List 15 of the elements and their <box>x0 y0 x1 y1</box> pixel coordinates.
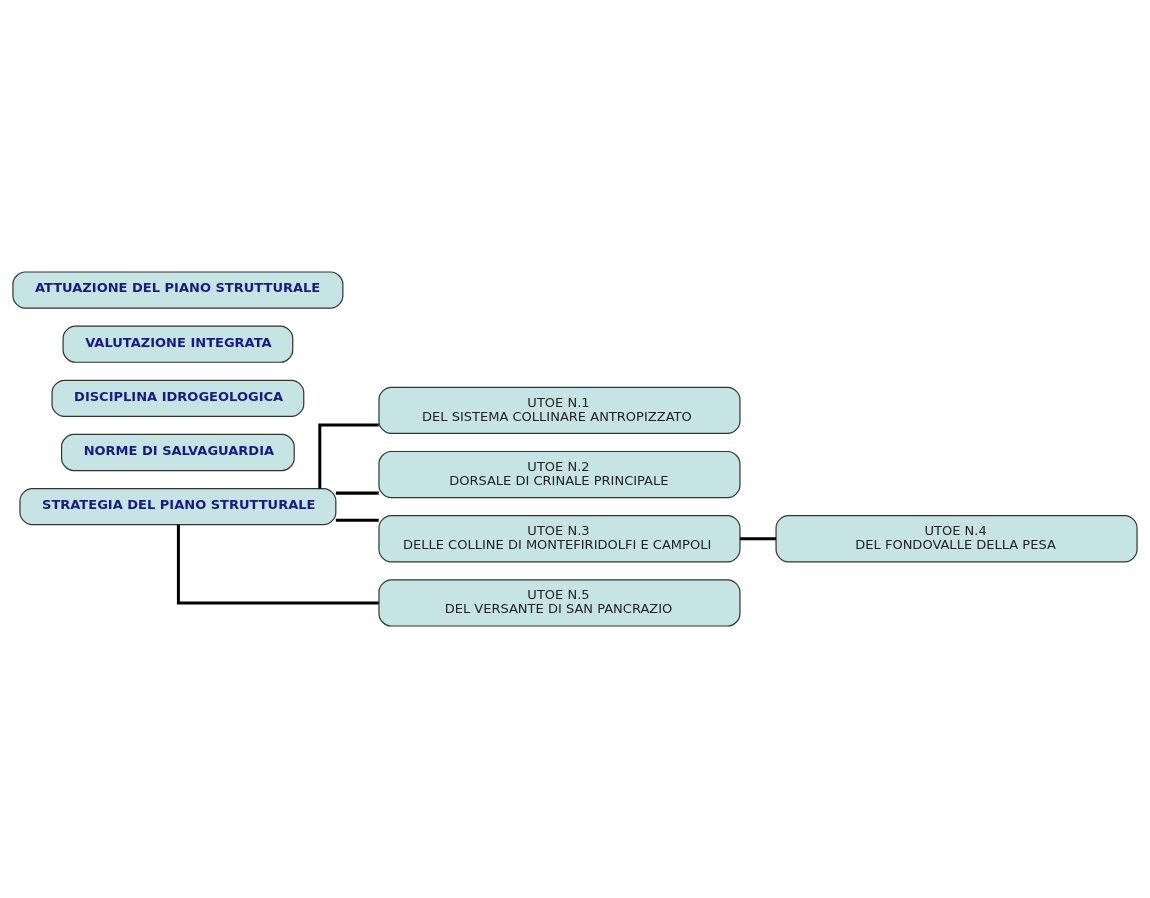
connector <box>740 537 777 541</box>
connector <box>176 524 379 605</box>
node-box: UTOE N.4 DEL FONDOVALLE DELLA PESA <box>775 515 1138 563</box>
node-box: UTOE N.5 DEL VERSANTE DI SAN PANCRAZIO <box>378 579 741 627</box>
node-box: ATTUAZIONE DEL PIANO STRUTTURALE <box>12 271 344 309</box>
node-box: UTOE N.2 DORSALE DI CRINALE PRINCIPALE <box>378 450 741 499</box>
node-box: DISCIPLINA IDROGEOLOGICA <box>51 379 305 417</box>
node-box: UTOE N.3 DELLE COLLINE DI MONTEFIRIDOLFI E CAMPOLI <box>378 515 741 563</box>
connector <box>335 518 379 522</box>
node-box: NORME DI SALVAGUARDIA <box>61 433 295 472</box>
connector <box>318 423 379 489</box>
node-box: UTOE N.1 DEL SISTEMA COLLINARE ANTROPIZZATO <box>378 386 741 435</box>
node-box: VALUTAZIONE INTEGRATA <box>62 325 294 363</box>
node-box: STRATEGIA DEL PIANO STRUTTURALE <box>19 488 337 526</box>
connector <box>335 491 379 495</box>
